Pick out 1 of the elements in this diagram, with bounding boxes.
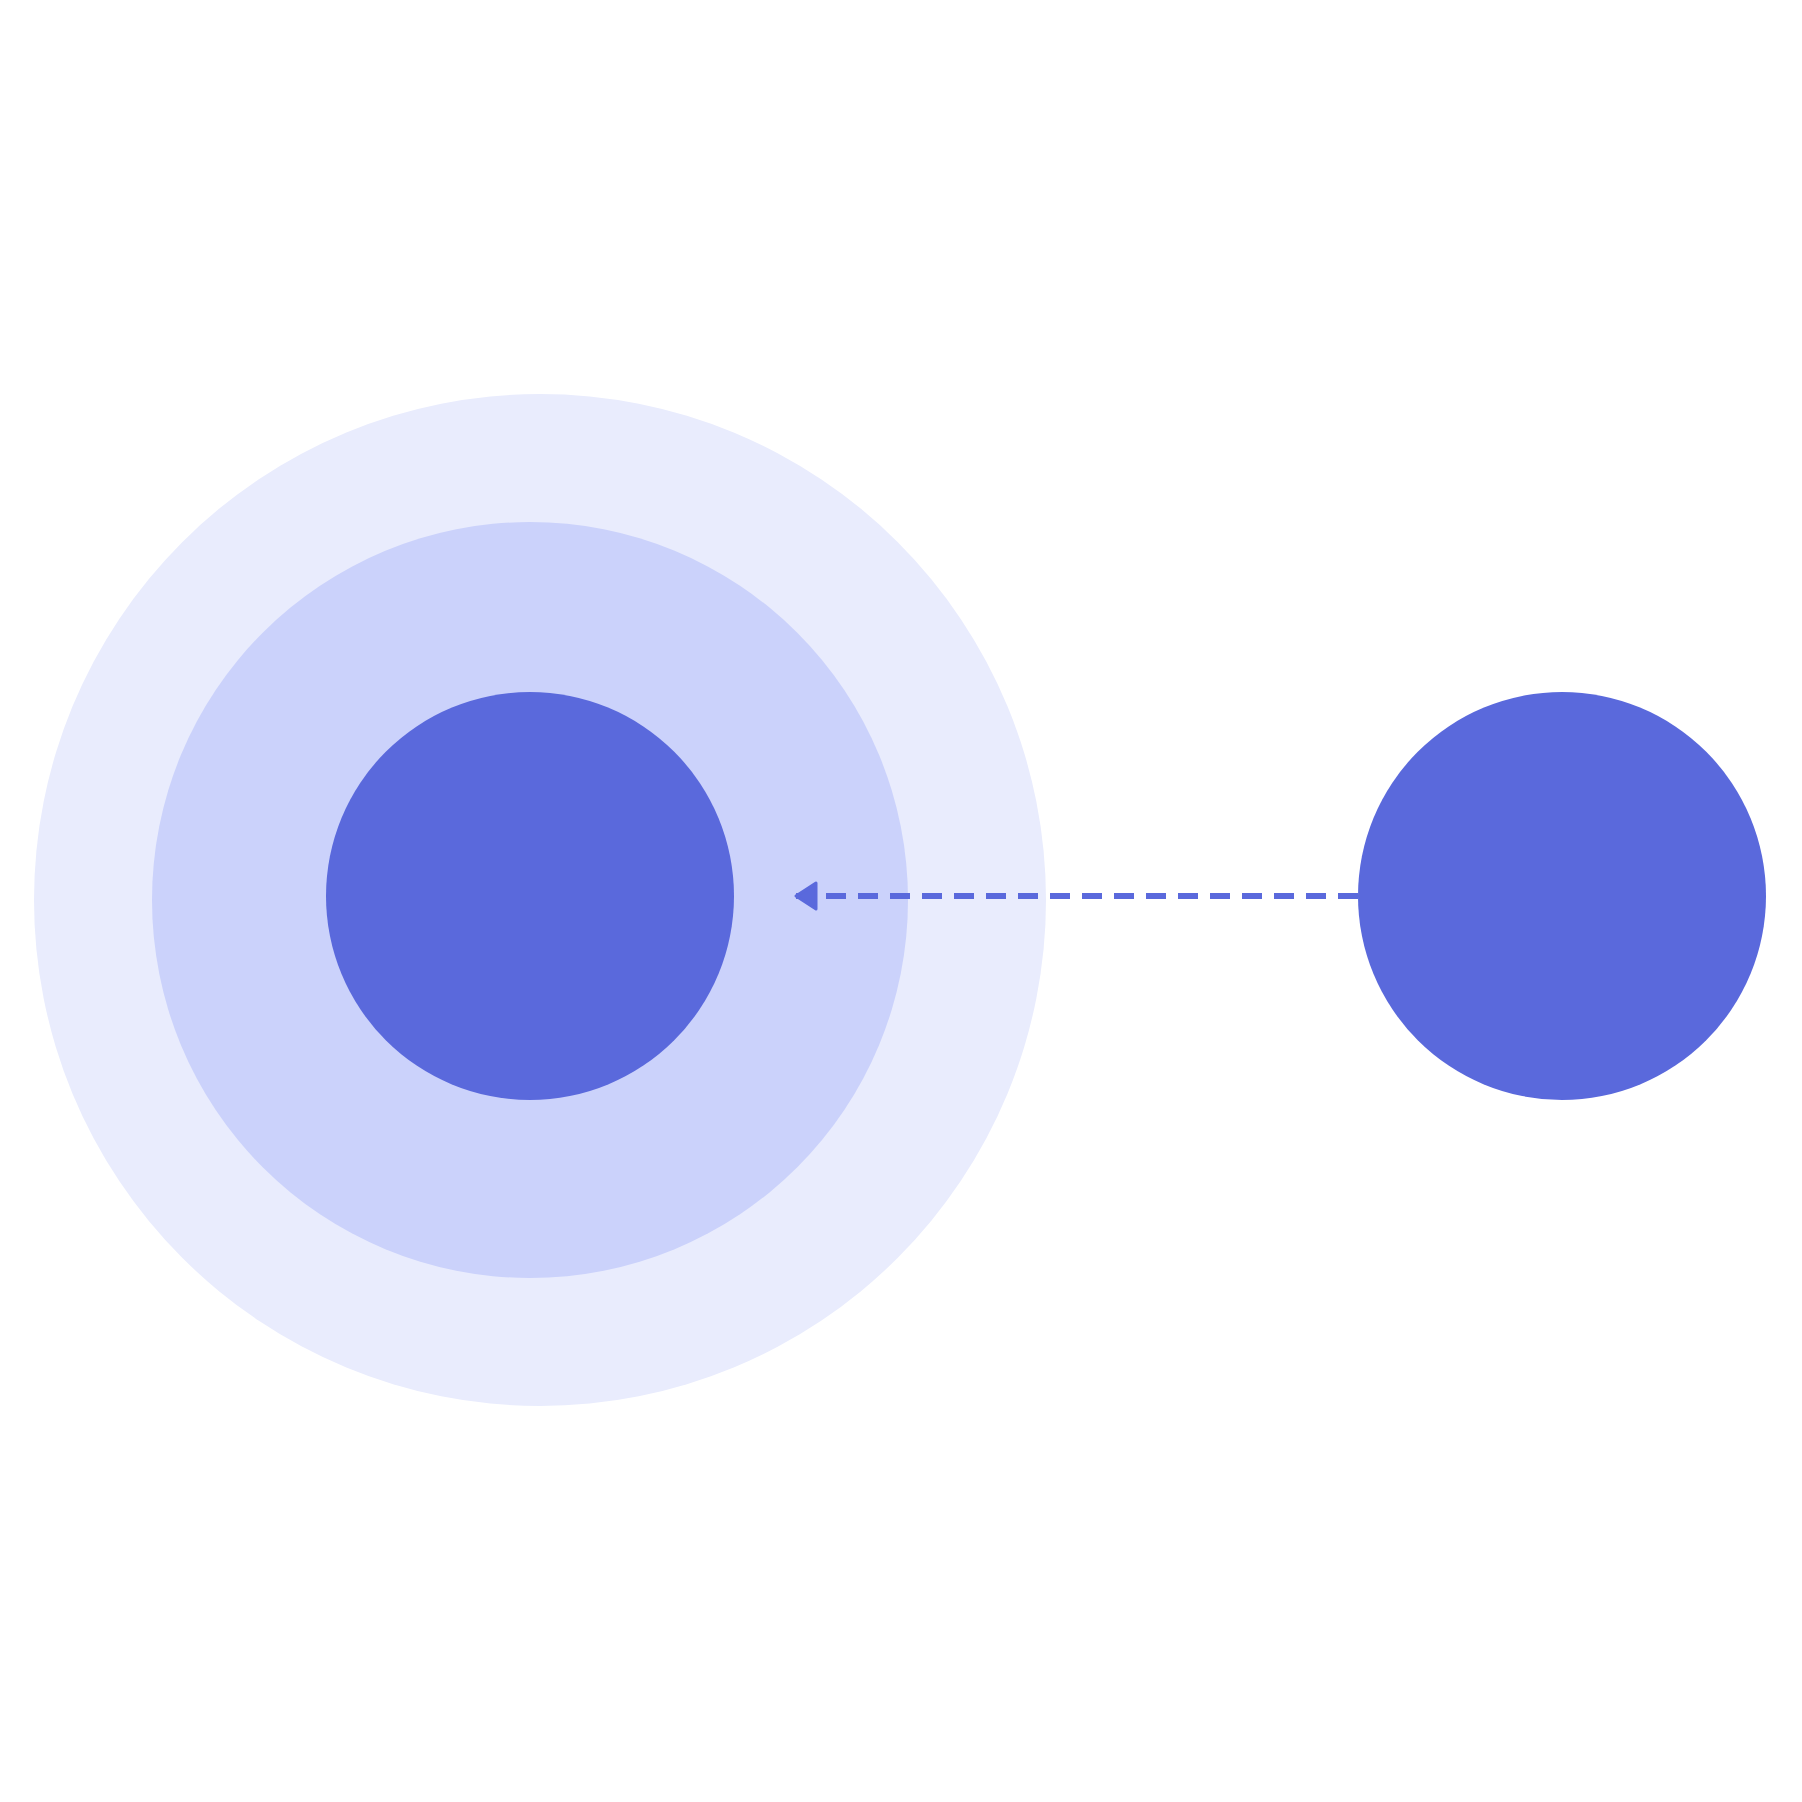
dashed-arrow [794,881,1358,911]
